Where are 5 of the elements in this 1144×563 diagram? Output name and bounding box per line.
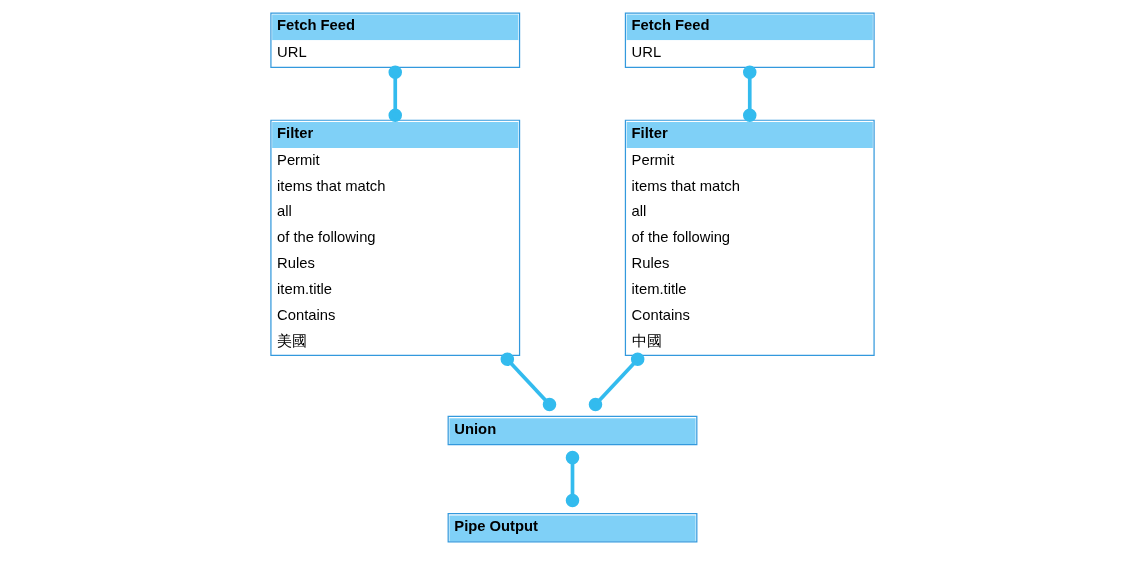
connector bbox=[742, 65, 757, 122]
connector bbox=[387, 65, 402, 122]
connector bbox=[500, 352, 556, 412]
connector bbox=[565, 450, 579, 508]
connector bbox=[588, 352, 644, 412]
